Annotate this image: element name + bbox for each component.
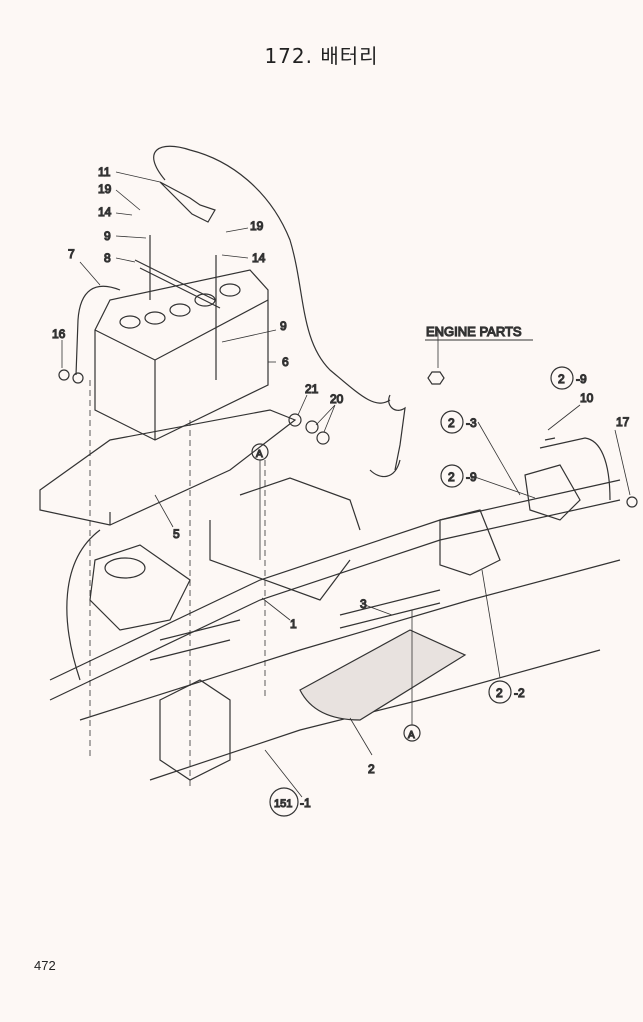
cable-lower — [369, 459, 401, 478]
cable-route — [153, 145, 391, 404]
label-20: 20 — [330, 392, 344, 406]
label-14b: 14 — [252, 251, 266, 265]
svg-text:A: A — [408, 730, 415, 741]
chassis-frame — [49, 477, 621, 781]
page-number: 472 — [34, 958, 56, 973]
battery — [94, 269, 269, 441]
label-19b: 19 — [250, 219, 264, 233]
ref-151-1: 151 -1 — [269, 787, 312, 817]
label-9b: 9 — [280, 319, 287, 333]
label-9a: 9 — [104, 229, 111, 243]
svg-text:-1: -1 — [300, 796, 311, 810]
label-11: 11 — [98, 165, 111, 179]
ref-2-9-mid: 2 -9 — [440, 464, 478, 488]
svg-text:151: 151 — [274, 798, 292, 810]
engine-parts-label: ENGINE PARTS — [426, 324, 522, 339]
ref-2-9-top: 2 -9 — [550, 366, 588, 390]
cover-plate — [299, 629, 467, 721]
svg-text:-3: -3 — [466, 416, 477, 430]
label-3: 3 — [360, 597, 367, 611]
hold-down-bar — [134, 259, 221, 309]
label-17: 17 — [616, 415, 630, 429]
page-title: 172. 배터리 — [264, 44, 379, 68]
label-10: 10 — [580, 391, 594, 405]
label-2: 2 — [368, 762, 375, 776]
battery-tray — [39, 409, 297, 526]
ref-2-2: 2 -2 — [488, 680, 526, 704]
label-6: 6 — [282, 355, 289, 369]
label-21: 21 — [305, 382, 319, 396]
connector-11 — [159, 181, 216, 223]
svg-text:-9: -9 — [466, 470, 477, 484]
label-1: 1 — [290, 617, 297, 631]
svg-text:2: 2 — [558, 372, 565, 386]
label-19a: 19 — [98, 182, 112, 196]
label-7: 7 — [68, 247, 75, 261]
svg-text:-9: -9 — [576, 372, 587, 386]
svg-text:2: 2 — [448, 470, 455, 484]
ref-2-3: 2 -3 — [440, 410, 478, 434]
svg-text:2: 2 — [448, 416, 455, 430]
marker-a-bottom: A — [403, 724, 421, 742]
svg-text:-2: -2 — [514, 686, 525, 700]
svg-text:2: 2 — [496, 686, 503, 700]
label-14a: 14 — [98, 205, 112, 219]
label-16: 16 — [52, 327, 66, 341]
bracket-right — [524, 464, 581, 521]
label-8: 8 — [104, 251, 111, 265]
battery-cable-left — [75, 285, 121, 376]
label-5: 5 — [173, 527, 180, 541]
marker-a-top: A — [251, 443, 269, 461]
svg-text:A: A — [256, 449, 263, 460]
